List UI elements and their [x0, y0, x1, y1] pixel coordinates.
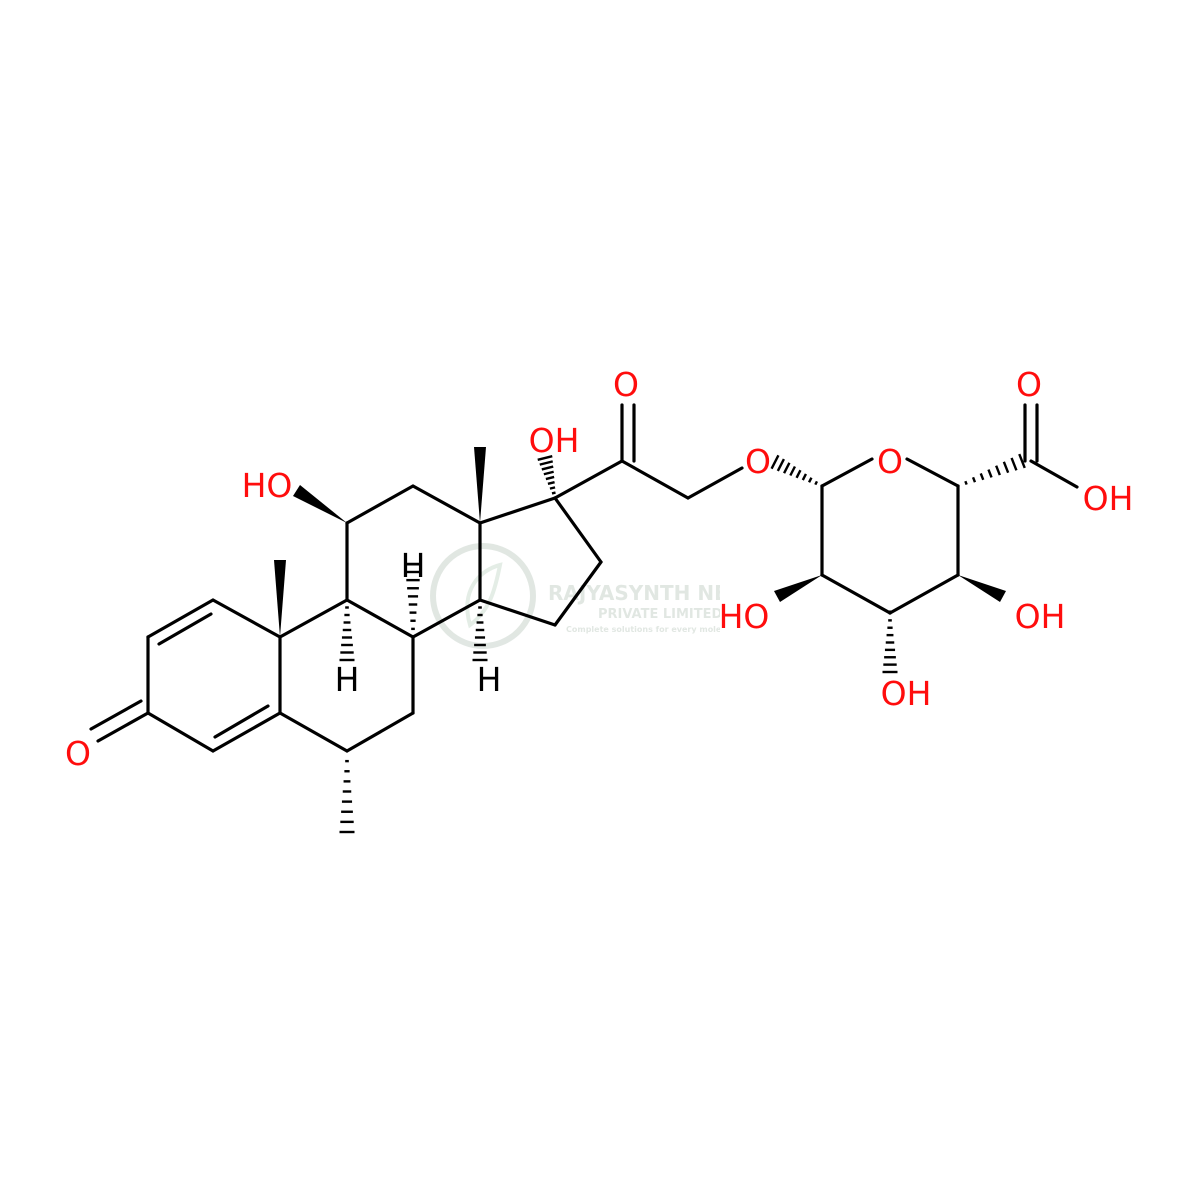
bond [905, 457, 960, 488]
hydroxyl-c11-label: HO [242, 466, 293, 505]
bond [213, 704, 270, 739]
bond [620, 459, 690, 500]
bond [820, 573, 892, 615]
wedge-bond [293, 485, 347, 523]
wedge-bonds [274, 447, 1006, 637]
bond [345, 711, 415, 753]
bond [345, 484, 415, 525]
bond [278, 711, 349, 753]
hash-stroke [995, 465, 1001, 476]
bond [553, 459, 624, 500]
bond [211, 598, 282, 639]
hash-stroke [1018, 453, 1026, 469]
hash-stroke [814, 480, 819, 486]
bond [553, 496, 603, 564]
wedge-bond [274, 560, 286, 637]
bond [157, 612, 213, 646]
bond [888, 573, 960, 615]
bond [478, 598, 557, 627]
wedge-bond [474, 447, 486, 523]
acid-oh-label: OH [1083, 479, 1134, 518]
bond [146, 598, 215, 639]
acid-carbonyl-o-label: O [1016, 365, 1042, 404]
sugar-oh-c2-label: HO [719, 597, 770, 636]
atom-labels: O HO OH O O O O OH HO OH OH H H H [65, 365, 1133, 773]
bond [211, 711, 282, 753]
bond [478, 496, 557, 525]
hash-stroke [979, 472, 985, 481]
bond [411, 484, 482, 525]
watermark-line3: Complete solutions for every molecule [566, 625, 741, 634]
ketone-o-c20-label: O [613, 365, 639, 404]
wedge-bond [774, 575, 822, 602]
ketone-o-label: O [65, 734, 91, 773]
hash-stroke [801, 473, 808, 481]
hash-stroke [547, 481, 555, 485]
hash-stroke [1010, 457, 1018, 471]
hash-stroke [776, 458, 785, 472]
hash-stroke [549, 486, 556, 490]
bond [686, 466, 744, 500]
hash-stroke [1002, 461, 1010, 474]
bond [411, 598, 482, 639]
hash-bonds [339, 453, 1026, 834]
hash-stroke [537, 455, 553, 461]
hash-stroke [545, 475, 555, 481]
ring-o-label: O [877, 442, 903, 481]
bonds [89, 403, 1079, 753]
hash-stroke [987, 469, 993, 478]
h-c14-label: H [477, 660, 502, 699]
bond [278, 598, 349, 639]
hash-stroke [543, 470, 554, 476]
hash-stroke [541, 465, 554, 471]
hash-stroke [783, 462, 791, 474]
hash-stroke [971, 476, 977, 483]
bond [146, 711, 215, 753]
h-c8-label: H [401, 546, 426, 585]
hydroxyl-c17-label: OH [529, 421, 580, 460]
hash-stroke [770, 454, 780, 470]
h-c9-label: H [335, 660, 360, 699]
bond [553, 560, 603, 627]
bond [89, 699, 143, 731]
bond [345, 598, 415, 639]
wedge-bond [958, 575, 1006, 602]
sugar-oh-c4-label: OH [1015, 597, 1066, 636]
bond [96, 711, 150, 743]
ether-o-label: O [745, 442, 771, 481]
hash-stroke [551, 491, 556, 495]
sugar-oh-c3-label: OH [881, 674, 932, 713]
bond [1029, 459, 1079, 489]
hash-stroke [789, 465, 796, 477]
watermark-logo-leaf [465, 562, 503, 629]
watermark-line2: PRIVATE LIMITED [598, 607, 723, 622]
hash-stroke [795, 469, 802, 479]
hash-stroke [807, 477, 813, 483]
hash-stroke [964, 480, 968, 485]
bond [820, 457, 874, 488]
hash-stroke [539, 460, 554, 466]
